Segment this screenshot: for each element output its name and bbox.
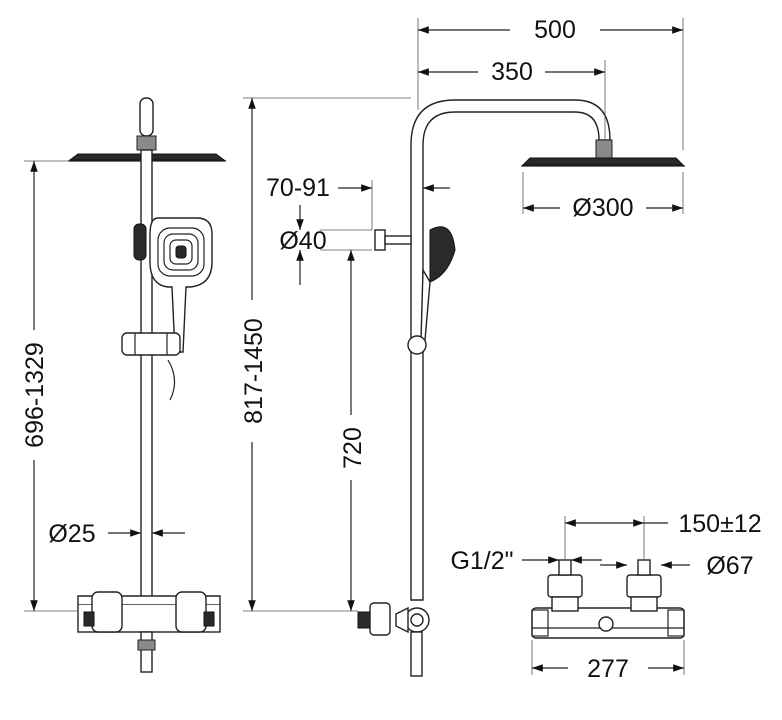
dim-thread: G1/2" — [450, 547, 602, 575]
dim-277: 277 — [531, 640, 685, 683]
dim-mixer-height: 720 — [339, 427, 367, 469]
dim-300: Ø300 — [522, 172, 684, 222]
dim-arm-reach: 350 — [491, 58, 533, 86]
dim-67: Ø67 — [600, 552, 754, 580]
dim-70-91: 70-91 — [266, 174, 450, 230]
dim-rail-diameter: Ø25 — [48, 520, 95, 548]
dim-150: 150±12 — [564, 510, 762, 560]
dim-817-1450: 817-1450 — [240, 97, 411, 612]
dim-left-height: 696-1329 — [21, 342, 49, 448]
dim-bracket-diameter: Ø40 — [279, 227, 326, 255]
dim-720: 720 — [339, 250, 367, 611]
dim-696-1329: 696-1329 — [21, 160, 78, 612]
mixer-front — [77, 591, 221, 673]
hand-shower-front — [133, 217, 213, 401]
dim-500: 500 — [417, 16, 684, 150]
dim-head-reach: 500 — [534, 16, 576, 44]
dim-head-diameter: Ø300 — [572, 194, 633, 222]
side-view — [357, 99, 685, 677]
dim-thread-size: G1/2" — [450, 547, 513, 575]
dim-wall-offset: 70-91 — [266, 174, 330, 202]
dim-flange-diameter: Ø67 — [706, 552, 753, 580]
mixer-side — [357, 602, 430, 677]
dim-25: Ø25 — [48, 520, 185, 548]
mixer-plan-view — [531, 559, 685, 639]
dim-total-height: 817-1450 — [240, 318, 268, 424]
dim-mixer-width: 277 — [587, 655, 629, 683]
dim-40: Ø40 — [279, 205, 372, 285]
front-view — [68, 97, 226, 673]
dim-inlet-center: 150±12 — [678, 510, 761, 538]
dim-350: 350 — [418, 58, 606, 140]
